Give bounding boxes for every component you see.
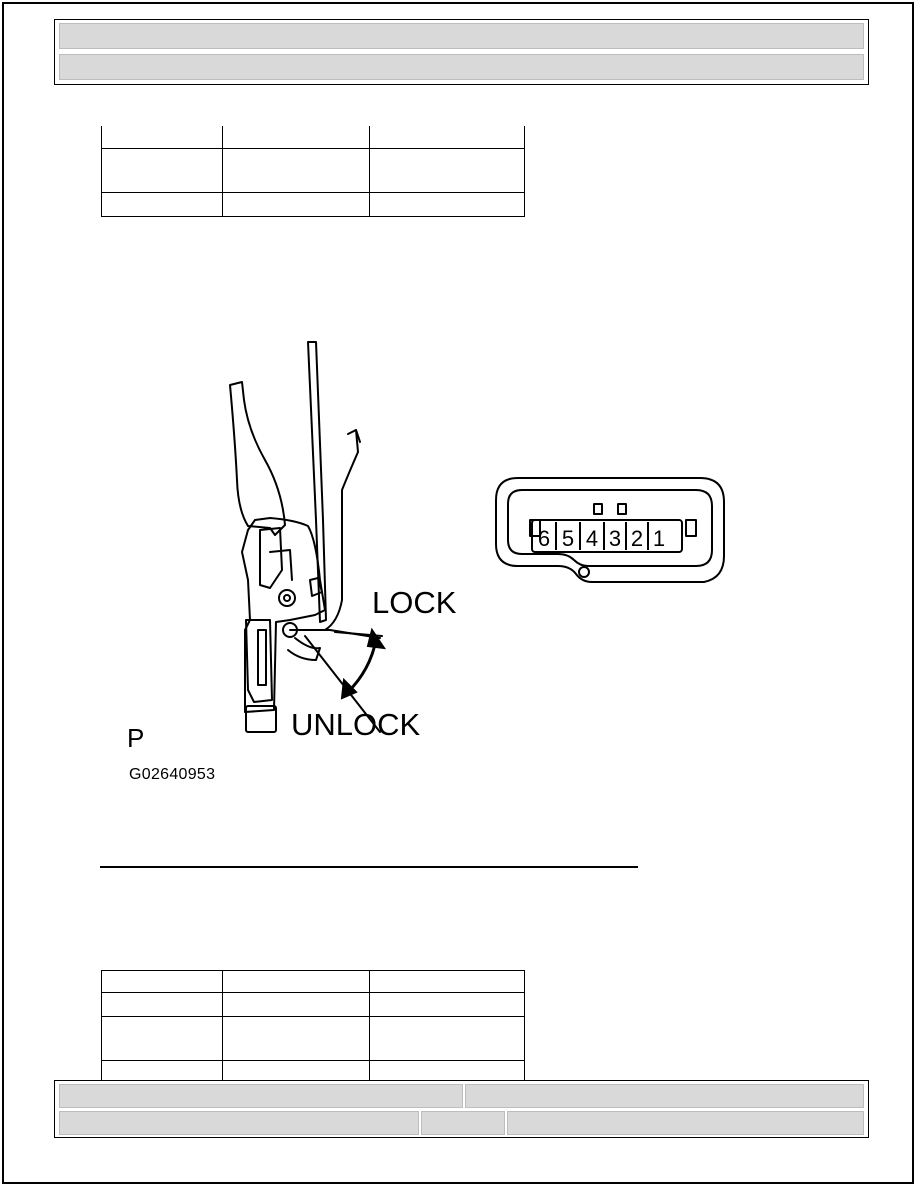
table-cell	[369, 126, 525, 149]
table-cell	[222, 191, 370, 217]
motor-connector-plug	[245, 705, 277, 733]
figure-letter-label: P	[127, 723, 145, 753]
table-row	[101, 1060, 525, 1083]
table-cell	[101, 992, 223, 1017]
page-footer	[54, 1080, 869, 1138]
spec-table-top	[101, 126, 525, 217]
page-header	[54, 19, 869, 85]
lock-body	[241, 517, 326, 713]
table-cell	[222, 992, 370, 1017]
footer-cell	[421, 1111, 505, 1135]
table-cell	[222, 1016, 370, 1061]
table-cell	[101, 126, 223, 149]
pivot-hole	[278, 589, 296, 607]
table-cell	[369, 1016, 525, 1061]
table-cell	[222, 126, 370, 149]
connector-pin-3: 3	[608, 526, 622, 551]
connector-pin-2: 2	[630, 526, 644, 551]
figure-code-label: G02640953	[129, 766, 216, 783]
table-row	[101, 1016, 525, 1061]
lock-label: LOCK	[372, 585, 457, 620]
table-cell	[369, 191, 525, 217]
table-cell	[369, 970, 525, 993]
table-cell	[369, 1060, 525, 1083]
table-cell	[101, 147, 223, 193]
connector-pin-1: 1	[652, 526, 666, 551]
table-row	[101, 191, 525, 217]
spec-table-bottom	[101, 970, 525, 1083]
header-subtitle-bar	[59, 54, 864, 80]
table-cell	[101, 191, 223, 217]
footer-cell	[465, 1084, 864, 1108]
lock-unlock-arrow-icon	[340, 627, 387, 700]
table-cell	[222, 970, 370, 993]
table-cell	[369, 992, 525, 1017]
connector-pin-4: 4	[585, 526, 599, 551]
footer-cell	[59, 1111, 419, 1135]
table-row	[101, 970, 525, 993]
door-lock-motor-figure: LOCK UNLOCK P G02640953 6 5 4 3 2 1	[120, 330, 740, 800]
lock-rod	[307, 341, 327, 623]
table-cell	[101, 970, 223, 993]
table-cell	[222, 147, 370, 193]
connector-pin-6: 6	[537, 526, 551, 551]
table-row	[101, 147, 525, 193]
connector-pin-5: 5	[561, 526, 575, 551]
footer-cell	[507, 1111, 864, 1135]
table-cell	[369, 147, 525, 193]
table-row	[101, 126, 525, 149]
table-row	[101, 992, 525, 1017]
header-title-bar	[59, 23, 864, 49]
unlock-label: UNLOCK	[291, 707, 421, 742]
door-lock-illustration	[229, 341, 725, 733]
table-cell	[101, 1016, 223, 1061]
footer-cell	[59, 1084, 463, 1108]
connector-icon	[495, 477, 725, 583]
link-rod	[324, 429, 359, 631]
door-panel-outline	[229, 381, 286, 536]
section-divider	[100, 866, 638, 868]
